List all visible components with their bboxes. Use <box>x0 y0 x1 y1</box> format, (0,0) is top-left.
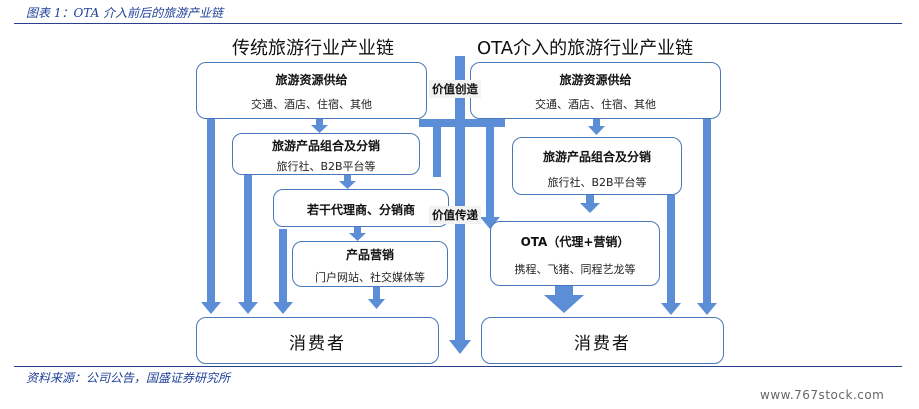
left-distribution-title: 旅游产品组合及分销 <box>271 139 380 153</box>
right-arrow-3-head <box>697 303 717 315</box>
right-ota-sub: 携程、飞猪、同程艺龙等 <box>514 263 636 276</box>
left-step-3-shaft <box>354 227 361 234</box>
left-heading: 传统旅游行业产业链 <box>232 38 394 59</box>
right-step-1-shaft <box>593 119 600 127</box>
left-arrow-2-shaft <box>244 175 252 304</box>
value-creation-tag: 价值创造 <box>429 80 481 98</box>
left-consumer-box: 消费者 <box>196 317 439 364</box>
right-ota-box: OTA（代理+营销） 携程、飞猪、同程艺龙等 <box>490 221 660 286</box>
right-step-2-head <box>580 203 600 213</box>
source-note: 资料来源：公司公告，国盛证券研究所 <box>26 371 231 385</box>
right-arrow-3-shaft <box>703 119 711 305</box>
left-side-arrow-shaft <box>433 119 441 177</box>
left-step-2-shaft <box>344 175 351 182</box>
right-arrow-1-head <box>480 217 500 229</box>
right-heading: OTA介入的旅游行业产业链 <box>477 38 694 59</box>
left-distribution-box: 旅游产品组合及分销 旅行社、B2B平台等 <box>232 133 420 175</box>
left-arrow-1-head <box>201 302 221 314</box>
left-arrow-3-head <box>273 302 293 314</box>
right-consumer-title: 消费者 <box>574 334 631 354</box>
left-step-1-head <box>311 125 328 133</box>
value-transfer-tag: 价值传递 <box>429 206 481 224</box>
left-marketing-sub: 门户网站、社交媒体等 <box>315 271 425 284</box>
left-arrow-3-shaft <box>279 229 287 304</box>
right-arrow-1-shaft <box>486 119 494 219</box>
watermark: www.767stock.com <box>760 388 885 402</box>
left-agents-box: 若干代理商、分销商 <box>273 189 449 227</box>
figure-title: 图表 1：OTA 介入前后的旅游产业链 <box>26 6 224 20</box>
left-distribution-sub: 旅行社、B2B平台等 <box>276 160 376 173</box>
left-step-1-shaft <box>316 119 323 126</box>
center-divider-shaft <box>455 56 465 342</box>
left-marketing-title: 产品营销 <box>345 248 394 262</box>
right-supply-box: 旅游资源供给 交通、酒店、住宿、其他 <box>470 62 721 119</box>
left-marketing-box: 产品营销 门户网站、社交媒体等 <box>292 241 448 287</box>
right-distribution-title: 旅游产品组合及分销 <box>542 150 651 164</box>
right-supply-sub: 交通、酒店、住宿、其他 <box>535 98 656 111</box>
left-arrow-1-shaft <box>207 119 215 304</box>
center-divider-head <box>449 340 471 354</box>
right-distribution-sub: 旅行社、B2B平台等 <box>547 176 647 189</box>
right-step-2-shaft <box>586 195 594 204</box>
center-crossbar <box>419 119 505 127</box>
right-distribution-box: 旅游产品组合及分销 旅行社、B2B平台等 <box>512 137 682 195</box>
left-supply-box: 旅游资源供给 交通、酒店、住宿、其他 <box>196 62 427 119</box>
right-arrow-2-head <box>661 303 681 315</box>
left-step-4-shaft <box>373 287 380 300</box>
right-step-1-head <box>588 126 605 135</box>
left-arrow-2-head <box>238 302 258 314</box>
right-step-3-shaft <box>555 286 573 296</box>
left-consumer-title: 消费者 <box>289 334 346 354</box>
top-divider <box>14 23 902 24</box>
bottom-divider <box>14 366 902 367</box>
right-consumer-box: 消费者 <box>481 317 724 364</box>
left-agents-title: 若干代理商、分销商 <box>306 203 415 217</box>
right-arrow-2-shaft <box>667 195 675 305</box>
right-ota-title: OTA（代理+营销） <box>520 235 630 249</box>
left-step-3-head <box>349 233 366 241</box>
left-step-4-head <box>368 299 385 309</box>
left-supply-title: 旅游资源供给 <box>275 73 348 87</box>
right-step-3-head <box>544 295 584 313</box>
left-supply-sub: 交通、酒店、住宿、其他 <box>251 98 372 111</box>
right-supply-title: 旅游资源供给 <box>559 73 632 87</box>
left-step-2-head <box>339 181 356 189</box>
